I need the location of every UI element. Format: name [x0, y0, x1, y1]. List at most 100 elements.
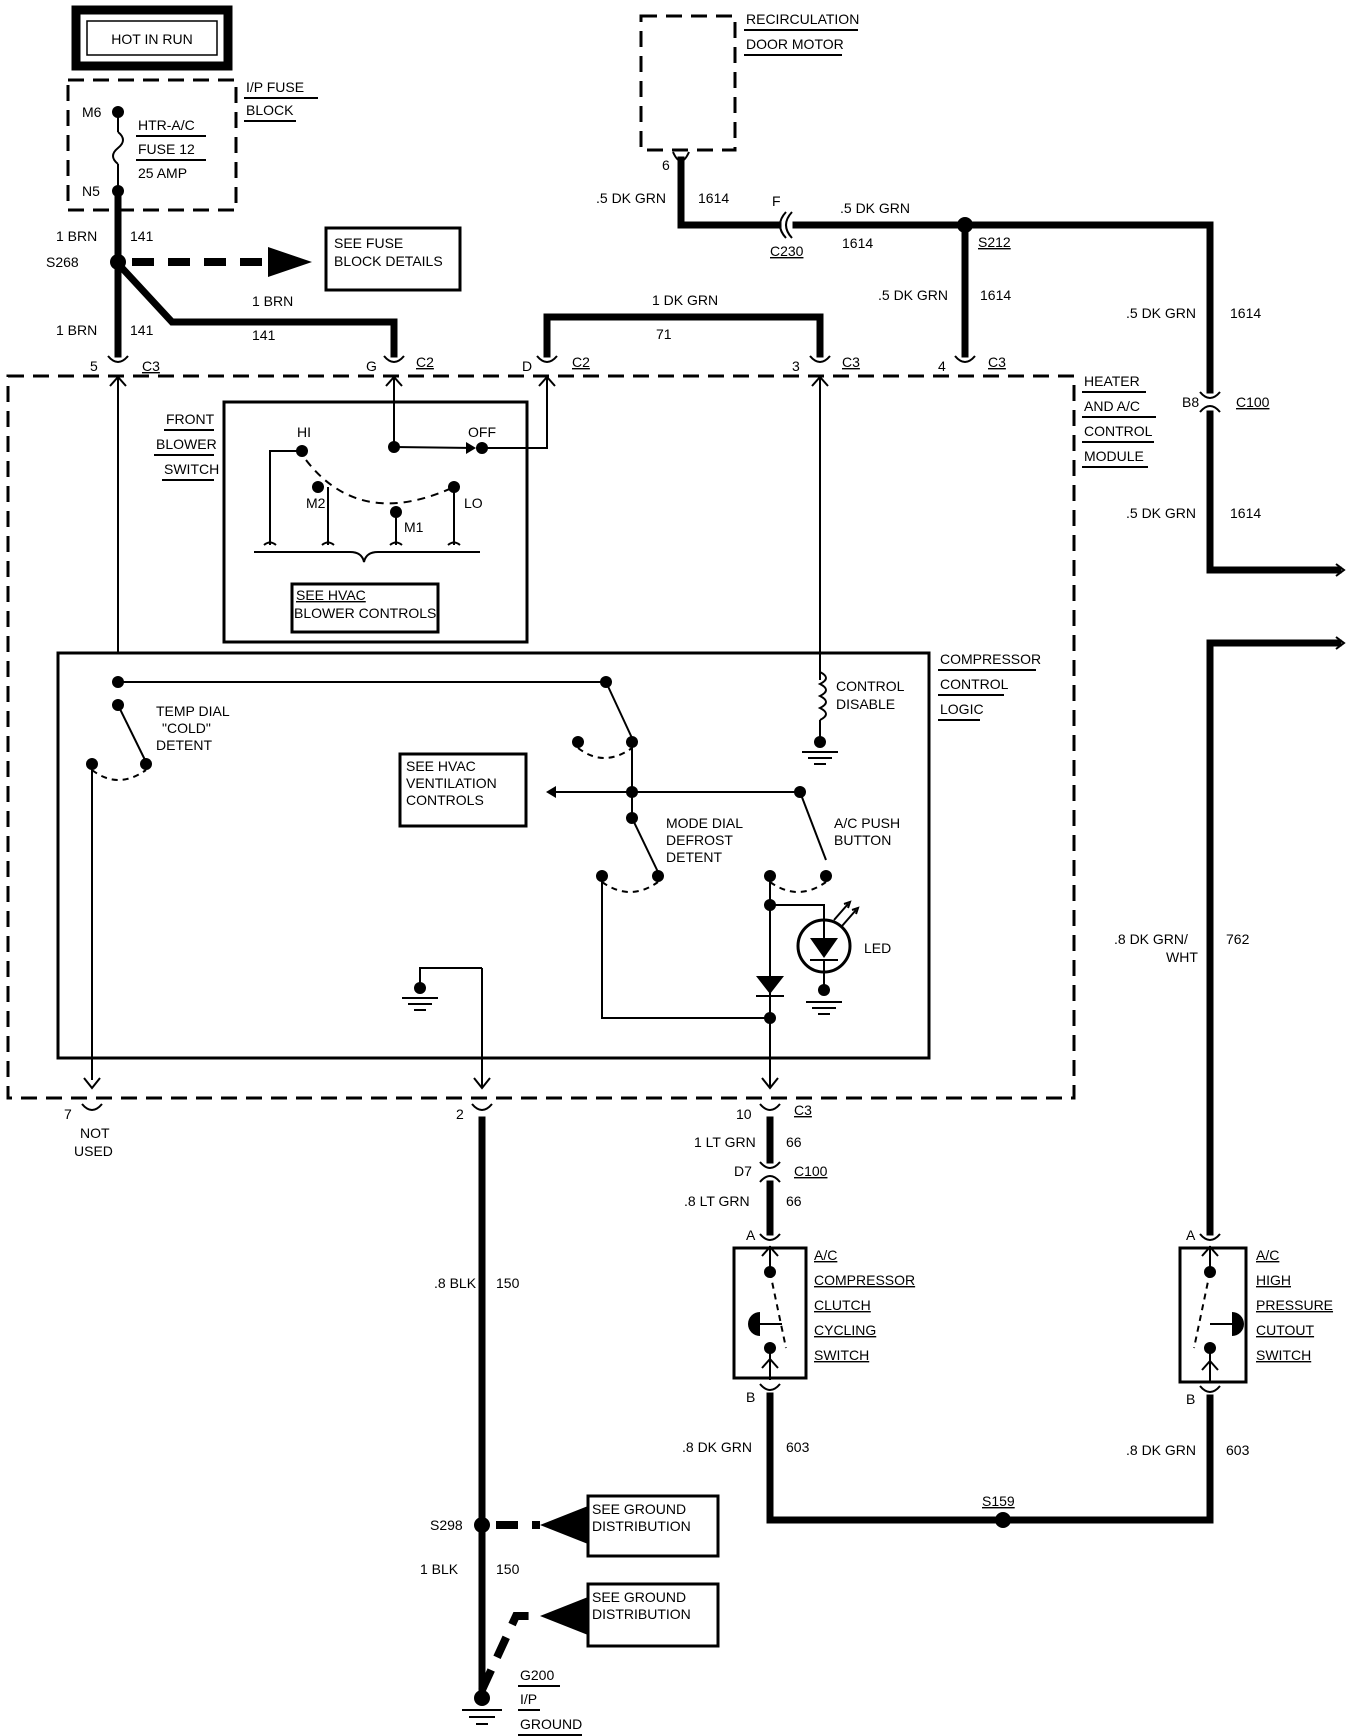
wire-label-dkgrn-05-5: .5 DK GRN: [1126, 505, 1196, 521]
blower-title-2: BLOWER: [156, 436, 217, 452]
pressure-diaphragm-icon-2: [1232, 1312, 1244, 1336]
control-disable-text-1: CONTROL: [836, 678, 905, 694]
pin-4: 4: [938, 358, 946, 374]
wire-762: [1206, 639, 1342, 1236]
wire-label-dkgrnwht-2: WHT: [1166, 949, 1198, 965]
pressure-title-4: CUTOUT: [1256, 1322, 1315, 1338]
wire-circuit-1614-3: 1614: [980, 287, 1011, 303]
c100-b8-connector-icon: [1199, 391, 1221, 399]
ref-vent-text-2: VENTILATION: [406, 775, 497, 791]
c2-label-1: C2: [416, 354, 434, 370]
g200-ground: G200 I/P GROUND: [462, 1667, 582, 1736]
fuse-block: I/P FUSE BLOCK M6 N5 HTR-A/C FUSE 12 25 …: [66, 78, 318, 212]
ref-ground-1-text-2: DISTRIBUTION: [592, 1518, 691, 1534]
c230-label: C230: [770, 243, 804, 259]
see-ground-distribution-1: SEE GROUND DISTRIBUTION: [586, 1494, 720, 1558]
wire-circuit-603-2: 603: [1226, 1442, 1250, 1458]
wire-1614-recirc: [677, 156, 782, 229]
c100-label-2: C100: [794, 1163, 828, 1179]
c100-pin-d7: D7: [734, 1163, 752, 1179]
temp-text-3: DETENT: [156, 737, 212, 753]
blower-title-1: FRONT: [166, 411, 215, 427]
ref-blower-text-2: BLOWER CONTROLS: [294, 605, 436, 621]
pressure-diaphragm-icon: [748, 1312, 760, 1336]
recirculation-door-motor: RECIRCULATION DOOR MOTOR 6: [639, 11, 859, 173]
ref-ground-2-text-2: DISTRIBUTION: [592, 1606, 691, 1622]
wire-circuit-141: 141: [130, 228, 154, 244]
blower-pos-hi: HI: [297, 424, 311, 440]
ref-vent-text-3: CONTROLS: [406, 792, 484, 808]
wire-label-dkgrn-05-4: .5 DK GRN: [1126, 305, 1196, 321]
light-rays-icon: [833, 903, 857, 927]
fuse-block-title-2: BLOCK: [246, 102, 294, 118]
see-hvac-ventilation-controls: SEE HVAC VENTILATION CONTROLS: [398, 752, 528, 828]
c100-pin-b8: B8: [1182, 394, 1199, 410]
blower-pos-m1: M1: [404, 519, 424, 535]
ref-ground-1-text-1: SEE GROUND: [592, 1501, 686, 1517]
module-title-4: MODULE: [1084, 448, 1144, 464]
wire-circuit-150-2: 150: [496, 1561, 520, 1577]
fuse-pin-m6: M6: [82, 104, 102, 120]
wire-label-ltgrn-08: .8 LT GRN: [684, 1193, 750, 1209]
module-title-3: CONTROL: [1084, 423, 1153, 439]
pin-7: 7: [64, 1106, 72, 1122]
see-hvac-blower-controls: [290, 582, 440, 634]
mode-text-1: MODE DIAL: [666, 815, 743, 831]
recirc-pin-6: 6: [662, 157, 670, 173]
fuse-symbol-icon: [112, 131, 124, 165]
clutch-pin-b: B: [746, 1389, 755, 1405]
module-entry-arrows: [109, 375, 829, 680]
pin-2: 2: [456, 1106, 464, 1122]
wire-label-dkgrn-08-1: .8 DK GRN: [682, 1439, 752, 1455]
arrow-left-icon: [546, 786, 556, 798]
arrow-right-icon: [268, 247, 312, 277]
module-title-1: HEATER: [1084, 373, 1140, 389]
pin-d: D: [522, 358, 532, 374]
coil-icon: [817, 671, 827, 721]
splice-s159-label: S159: [982, 1493, 1015, 1509]
ref-ground-2-text-1: SEE GROUND: [592, 1589, 686, 1605]
wire-circuit-141-2: 141: [130, 322, 154, 338]
recirc-title-2: DOOR MOTOR: [746, 36, 844, 52]
blower-pos-lo: LO: [464, 495, 483, 511]
wire-circuit-150-1: 150: [496, 1275, 520, 1291]
ref-fuse-text-1: SEE FUSE: [334, 235, 403, 251]
compressor-control-logic: [56, 651, 931, 1060]
clutch-title-5: SWITCH: [814, 1347, 869, 1363]
mode-text-2: DEFROST: [666, 832, 733, 848]
wire-label-dkgrn-08-2: .8 DK GRN: [1126, 1442, 1196, 1458]
clutch-title-1: A/C: [814, 1247, 837, 1263]
c3-label-4: C3: [794, 1102, 812, 1118]
wire-circuit-1614-1: 1614: [698, 190, 729, 206]
see-fuse-block-details: SEE FUSE BLOCK DETAILS: [324, 226, 462, 292]
blower-pos-off: OFF: [468, 424, 496, 440]
splice-s298-label: S298: [430, 1517, 463, 1533]
clutch-title-4: CYCLING: [814, 1322, 876, 1338]
led-label: LED: [864, 940, 891, 956]
ccl-title-2: CONTROL: [940, 676, 1009, 692]
pin-5: 5: [90, 358, 98, 374]
wire-circuit-1614-5: 1614: [1230, 505, 1261, 521]
ac-btn-text-1: A/C PUSH: [834, 815, 900, 831]
ground-g200: G200: [520, 1667, 554, 1683]
temp-dial-cold-detent: TEMP DIAL "COLD" DETENT: [86, 676, 230, 1080]
ref-fuse-text-2: BLOCK DETAILS: [334, 253, 443, 269]
fuse-rating: 25 AMP: [138, 165, 187, 181]
wire-label-dkgrn-05-3: .5 DK GRN: [878, 287, 948, 303]
pressure-title-1: A/C: [1256, 1247, 1279, 1263]
clutch-pin-a: A: [746, 1227, 756, 1243]
diode-icon: [756, 976, 784, 994]
ac-push-button: A/C PUSH BUTTON: [834, 815, 900, 848]
wire-circuit-603-1: 603: [786, 1439, 810, 1455]
mode-text-3: DETENT: [666, 849, 722, 865]
wire-circuit-1614-2: 1614: [842, 235, 873, 251]
heater-ac-control-module: [6, 374, 1076, 1100]
wire-label-dkgrn-05-2: .5 DK GRN: [840, 200, 910, 216]
wire-circuit-1614-4: 1614: [1230, 305, 1261, 321]
ref-blower-text-1: SEE HVAC: [296, 587, 366, 603]
wire-circuit-141-3: 141: [252, 327, 276, 343]
blower-pos-m2: M2: [306, 495, 326, 511]
fuse-name: HTR-A/C: [138, 117, 195, 133]
ref-vent-text-1: SEE HVAC: [406, 758, 476, 774]
recirc-title-1: RECIRCULATION: [746, 11, 859, 27]
